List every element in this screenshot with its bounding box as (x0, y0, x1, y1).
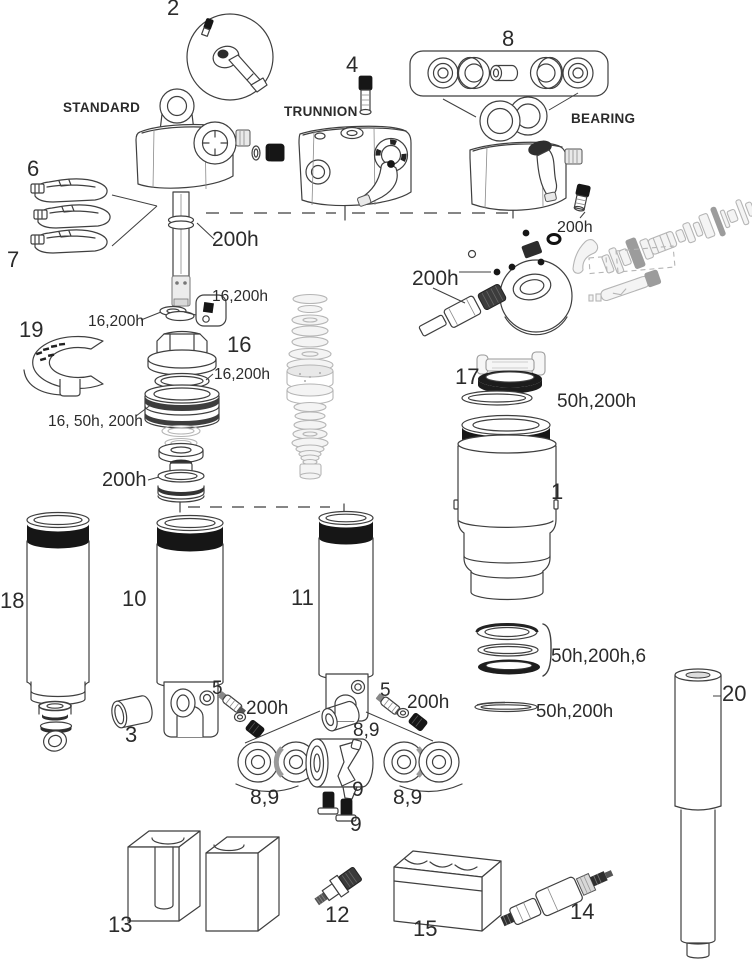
valve-5-left (217, 691, 265, 739)
valve-200h (573, 183, 591, 212)
label-caption-standard: STANDARD (63, 100, 140, 115)
part-15-vise-block (393, 850, 502, 932)
mid-dash-line (179, 501, 345, 514)
shim-stack-faded (286, 293, 334, 480)
shaft-seal-parts (140, 294, 227, 327)
part-2-remote-lever-inset (186, 13, 274, 101)
part-8-bearing-kit (409, 50, 609, 118)
label-part-18: 18 (0, 588, 24, 613)
label-part-4: 4 (346, 52, 358, 77)
label-part-5-left: 5 (212, 678, 223, 699)
label-part-6: 6 (27, 156, 39, 181)
label-part-1: 1 (551, 479, 563, 504)
reservoir-seal-head-assembly (418, 229, 573, 337)
bearing-shock (469, 96, 591, 219)
part-14-shaft-tool (500, 870, 614, 927)
part-16-piston-assembly (135, 330, 220, 429)
flat-o-ring (474, 701, 538, 713)
label-svc-50h-200h-6: 50h,200h,6 (551, 646, 646, 667)
label-part-12: 12 (325, 902, 349, 927)
label-svc-200h-valve: 200h (557, 219, 593, 236)
label-svc-50h-200h-bottom: 50h,200h (536, 700, 613, 721)
label-svc-200h-reservoir: 200h (412, 267, 459, 290)
label-svc-16-50h-200h: 16, 50h, 200h (48, 413, 143, 430)
topout-stack (147, 424, 205, 503)
part-6-mounting-clamps (30, 178, 158, 254)
part-1-air-can (453, 414, 559, 601)
faded-damper-internals (572, 199, 752, 302)
label-part-9-mid: 9 (352, 778, 364, 801)
standard-shock (135, 88, 285, 307)
bolt-9 (322, 791, 335, 810)
label-part-8: 8 (502, 26, 514, 51)
label-part-16: 16 (227, 332, 251, 357)
part-17-group (461, 351, 546, 406)
label-svc-200h-5-right: 200h (407, 692, 449, 713)
label-part-2: 2 (167, 0, 179, 20)
part-12-fitting (314, 866, 362, 906)
label-part-5-right: 5 (380, 680, 391, 701)
label-part-3: 3 (125, 722, 137, 747)
label-part-7: 7 (7, 247, 19, 272)
part-4-air-valve (358, 75, 373, 116)
label-svc-16-200h-right: 16,200h (214, 366, 270, 383)
part-10-damper-body (156, 514, 224, 738)
air-can-seal-stack (475, 623, 552, 677)
label-part-15: 15 (413, 916, 437, 941)
label-svc-8-9-top: 8,9 (353, 720, 379, 741)
label-part-20: 20 (722, 681, 746, 706)
label-part-9-bottom: 9 (350, 813, 362, 836)
valve-5-right (375, 693, 428, 732)
label-svc-50h-200h-top: 50h,200h (557, 391, 636, 412)
label-part-13: 13 (108, 912, 132, 937)
label-svc-200h-topout: 200h (102, 469, 147, 491)
label-svc-8-9-left: 8,9 (250, 786, 279, 809)
part-18-air-sleeve (26, 511, 90, 752)
label-svc-8-9-right: 8,9 (393, 786, 422, 809)
label-svc-200h-shaft: 200h (212, 228, 259, 251)
label-part-11: 11 (291, 585, 314, 610)
leader-lines (196, 222, 215, 240)
part-19-bottom-out-spacer (23, 335, 104, 397)
label-caption-trunnion: TRUNNION (284, 104, 358, 119)
trunnion-shock (269, 125, 412, 207)
label-svc-16-200h-left: 16,200h (88, 313, 144, 330)
label-part-14: 14 (570, 899, 594, 924)
label-svc-16-200h-top: 16,200h (212, 288, 268, 305)
label-part-10: 10 (122, 586, 146, 611)
label-svc-200h-5-left: 200h (246, 698, 288, 719)
part-3-bushing (111, 695, 153, 729)
label-part-17: 17 (455, 364, 479, 389)
rebound-knob (235, 129, 251, 147)
label-part-19: 19 (19, 317, 43, 342)
part-20-tube (674, 668, 722, 959)
alignment-dash-line (206, 205, 514, 221)
part-13-clamp-blocks (127, 830, 280, 932)
part-11-damper-body (318, 510, 374, 722)
label-caption-bearing: BEARING (571, 111, 635, 126)
eyelet-bearing-exploded (235, 700, 463, 822)
